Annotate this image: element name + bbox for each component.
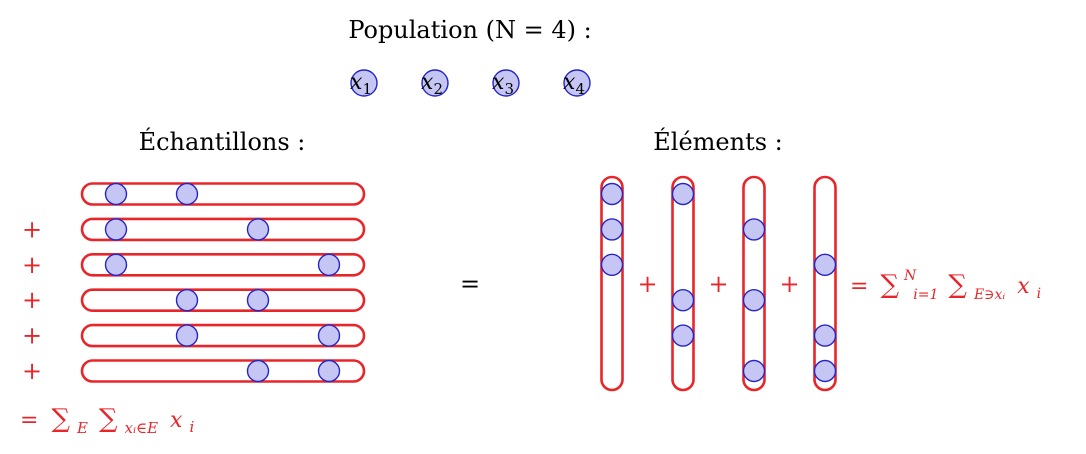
element-dot [742, 359, 766, 383]
sample-dot [317, 253, 341, 276]
elements-sum-sub-1: i=1 [913, 287, 938, 303]
element-dot [742, 218, 766, 241]
sample-dot [104, 218, 128, 241]
element-dot [671, 289, 695, 312]
population-label-sub: 4 [575, 80, 585, 98]
element-dot [813, 324, 837, 347]
population-label-name: x [563, 70, 576, 95]
samples-sum-eq: = [20, 408, 38, 433]
element-dot [671, 182, 695, 206]
sample-pill [80, 217, 366, 242]
sample-4: + [22, 286, 366, 314]
elements-sum-sigma-1: ∑ [880, 270, 899, 300]
population-label: x2 [421, 70, 443, 98]
population-label-sub: 2 [433, 80, 443, 98]
samples-sum-sub-2: xᵢ∈E [125, 419, 159, 437]
sample-plus: + [22, 215, 42, 243]
sample-dot [104, 182, 128, 206]
sample-3: + [22, 251, 366, 279]
sample-pill [80, 359, 366, 383]
elements-sum-sup-1: N [903, 268, 917, 284]
elements-block: + + + [600, 175, 837, 392]
elements-sum-term: x [1017, 274, 1030, 299]
sample-plus: + [22, 322, 42, 350]
sample-dot [317, 324, 341, 347]
samples-sum-sigma-1: ∑ [51, 404, 70, 434]
element-dot [600, 253, 624, 276]
samples-sum-term-sub: i [189, 418, 194, 436]
samples-title: Échantillons : [139, 127, 306, 156]
population-label-name: x [421, 70, 434, 95]
population-label-name: x [350, 70, 363, 95]
population-element-2: x2 [421, 69, 449, 98]
element-dot [813, 253, 837, 276]
samples-sum-sub-1: E [76, 419, 88, 437]
element-1 [600, 175, 624, 392]
element-4: + [779, 175, 837, 392]
element-pill [671, 175, 695, 392]
elements-sum-sub-2: E∋xᵢ [973, 287, 1005, 303]
sample-plus: + [22, 251, 42, 279]
population-element-3: x3 [492, 69, 520, 98]
samples-block: + + + + + [22, 182, 366, 385]
middle-equals: = [460, 270, 480, 298]
element-pill [600, 175, 624, 392]
sample-dot [104, 253, 128, 276]
elements-sum-sigma-2: ∑ [948, 270, 967, 300]
population-dot [350, 69, 378, 97]
element-pill [813, 175, 837, 392]
element-dot [600, 182, 624, 206]
element-plus: + [708, 270, 728, 298]
element-3: + [708, 175, 766, 392]
sample-5: + [22, 322, 366, 350]
element-2: + [637, 175, 695, 392]
population-label: x4 [563, 70, 585, 98]
sample-dot [175, 182, 199, 206]
sample-dot [246, 218, 270, 241]
population-element-1: x1 [350, 69, 378, 98]
population-title: Population (N = 4) : [348, 16, 591, 44]
population-dot [421, 69, 449, 97]
sample-pill [80, 288, 366, 313]
sample-plus: + [22, 357, 42, 385]
sample-2: + [22, 215, 366, 243]
element-plus: + [637, 270, 657, 298]
sample-6: + [22, 357, 366, 385]
population-label-name: x [492, 70, 505, 95]
elements-sum-formula: = ∑ N i=1 ∑ E∋xᵢ x i [850, 261, 1041, 305]
samples-sum-term: x [170, 408, 183, 433]
population-element-4: x4 [563, 69, 591, 98]
population-dot [563, 69, 591, 97]
samples-sum-sigma-2: ∑ [99, 404, 118, 434]
element-dot [742, 289, 766, 312]
elements-title: Éléments : [653, 127, 783, 156]
population-label: x1 [350, 70, 372, 98]
sample-dot [175, 324, 199, 347]
sample-pill [80, 323, 366, 348]
sample-dot [246, 359, 270, 383]
sample-dot [246, 289, 270, 312]
sample-pill [80, 253, 366, 277]
sample-pill [80, 182, 366, 206]
element-pill [742, 175, 766, 392]
sample-plus: + [22, 286, 42, 314]
population-label: x3 [492, 70, 514, 98]
element-dot [600, 218, 624, 241]
sample-dot [175, 289, 199, 312]
element-plus: + [779, 270, 799, 298]
sample-1 [80, 182, 366, 206]
population-label-sub: 1 [362, 80, 372, 98]
elements-sum-eq: = [850, 274, 868, 299]
element-dot [671, 324, 695, 347]
elements-sum-term-sub: i [1037, 286, 1041, 302]
sample-dot [317, 359, 341, 383]
element-dot [813, 359, 837, 383]
population-dot [492, 69, 520, 97]
population-label-sub: 3 [504, 80, 514, 98]
samples-sum-formula: = ∑ E ∑ xᵢ∈E x i [20, 404, 194, 439]
